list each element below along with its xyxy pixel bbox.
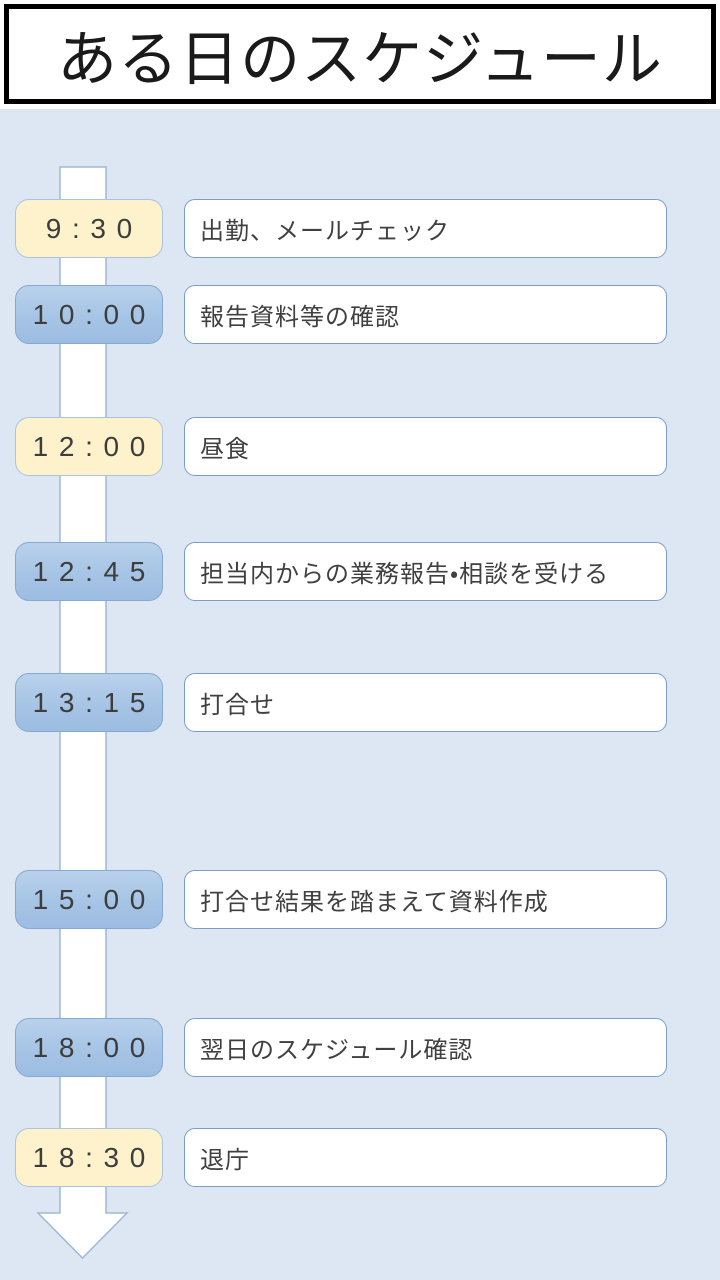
event-box: 打合せ結果を踏まえて資料作成 (184, 870, 667, 929)
time-badge: 13:15 (15, 673, 163, 732)
event-label: 翌日のスケジュール確認 (200, 1037, 474, 1064)
schedule-row: 12:00 昼食 (0, 417, 720, 476)
schedule-row: 9:30 出勤、メールチェック (0, 199, 720, 258)
time-badge: 18:00 (15, 1018, 163, 1077)
event-box: 打合せ (184, 673, 667, 732)
schedule-row: 12:45 担当内からの業務報告・相談を受ける (0, 542, 720, 601)
time-badge: 15:00 (15, 870, 163, 929)
schedule-canvas: 9:30 出勤、メールチェック 10:00 報告資料等の確認 12:00 昼食 … (0, 109, 720, 1280)
event-label: 出勤、メールチェック (200, 218, 450, 245)
time-label: 18:30 (32, 1141, 156, 1173)
event-label: 昼食 (200, 436, 250, 463)
schedule-row: 13:15 打合せ (0, 673, 720, 732)
event-label: 担当内からの業務報告・相談を受ける (200, 561, 610, 588)
time-badge: 9:30 (15, 199, 163, 258)
event-box: 退庁 (184, 1128, 667, 1187)
time-badge: 18:30 (15, 1128, 163, 1187)
time-label: 12:00 (32, 430, 156, 462)
event-box: 報告資料等の確認 (184, 285, 667, 344)
time-badge: 12:45 (15, 542, 163, 601)
event-label: 退庁 (200, 1147, 250, 1174)
event-box: 出勤、メールチェック (184, 199, 667, 258)
time-label: 9:30 (45, 212, 143, 244)
event-box: 昼食 (184, 417, 667, 476)
schedule-row: 18:30 退庁 (0, 1128, 720, 1187)
time-badge: 10:00 (15, 285, 163, 344)
schedule-row: 18:00 翌日のスケジュール確認 (0, 1018, 720, 1077)
event-box: 翌日のスケジュール確認 (184, 1018, 667, 1077)
event-box: 担当内からの業務報告・相談を受ける (184, 542, 667, 601)
event-label: 打合せ結果を踏まえて資料作成 (200, 889, 549, 916)
schedule-row: 15:00 打合せ結果を踏まえて資料作成 (0, 870, 720, 929)
time-label: 18:00 (32, 1031, 156, 1063)
time-badge: 12:00 (15, 417, 163, 476)
title-box: ある日のスケジュール (4, 4, 716, 104)
time-label: 12:45 (32, 555, 156, 587)
event-label: 報告資料等の確認 (200, 304, 400, 331)
event-label: 打合せ (200, 692, 275, 719)
time-label: 15:00 (32, 883, 156, 915)
schedule-row: 10:00 報告資料等の確認 (0, 285, 720, 344)
time-label: 10:00 (32, 298, 156, 330)
page-title: ある日のスケジュール (57, 25, 663, 93)
time-label: 13:15 (32, 686, 156, 718)
